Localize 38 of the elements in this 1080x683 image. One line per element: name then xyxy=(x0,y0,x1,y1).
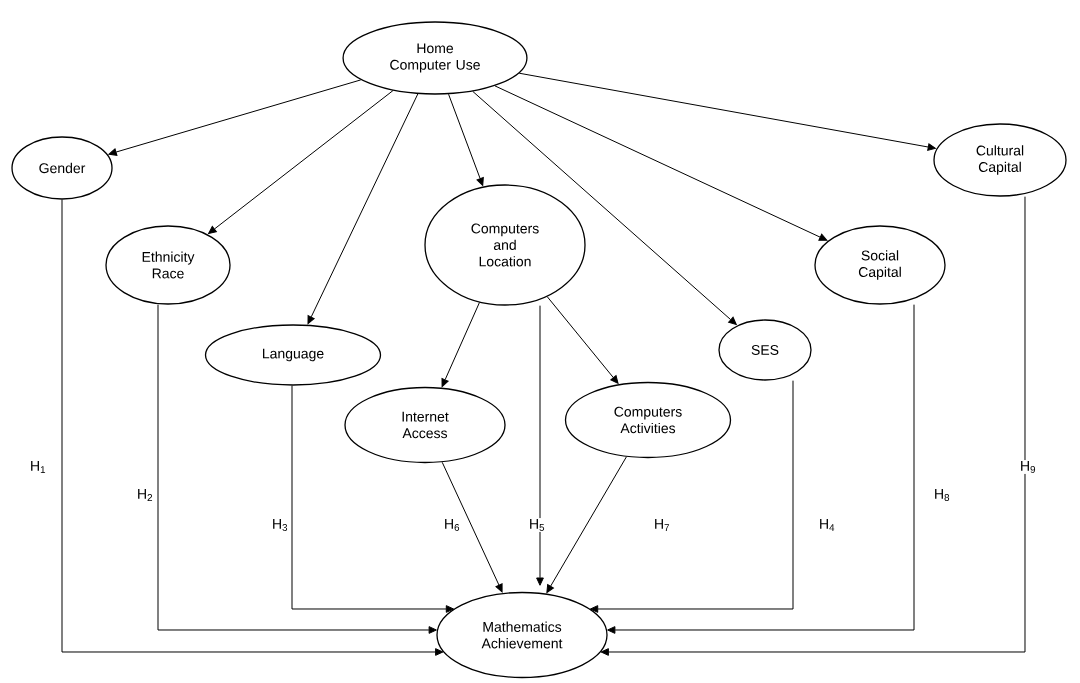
arrow xyxy=(291,385,455,613)
ellipse-node: Computers Activities xyxy=(564,381,732,459)
edge-label: H$_{6}$ xyxy=(443,518,462,532)
edge-label: H$_{9}$ xyxy=(1018,460,1038,474)
arrow xyxy=(546,296,619,384)
ellipse-node: Computers and Location xyxy=(424,184,586,306)
arrow xyxy=(518,72,936,151)
arrow xyxy=(108,79,362,156)
arrow xyxy=(208,90,394,235)
arrow xyxy=(441,461,503,593)
ellipse-node: Language xyxy=(204,324,382,386)
arrow xyxy=(589,380,794,613)
ellipse-node: Cultural Capital xyxy=(933,123,1067,197)
arrow xyxy=(448,93,484,186)
ellipse-node: Mathematics Achievement xyxy=(436,591,608,679)
arrow xyxy=(536,305,544,586)
edge-label: H$_{5}$ xyxy=(527,518,547,532)
arrow xyxy=(472,90,737,326)
ellipse-node: Gender xyxy=(11,136,113,200)
edge-label: H$_{4}$ xyxy=(817,518,837,532)
ellipse-node: SES xyxy=(718,319,812,381)
edge-label: H$_{1}$ xyxy=(29,460,48,474)
arrow xyxy=(546,456,627,594)
edge-label: H$_{3}$ xyxy=(271,518,290,532)
arrow xyxy=(494,85,828,241)
arrow xyxy=(157,304,437,634)
arrow xyxy=(607,304,915,634)
ellipse-node: Internet Access xyxy=(344,386,506,464)
ellipse-node: Social Capital xyxy=(814,225,946,305)
ellipse-node: Ethnicity Race xyxy=(105,225,231,305)
edge-label: H$_{2}$ xyxy=(136,488,155,502)
arrow xyxy=(61,199,444,656)
edge-label: H$_{8}$ xyxy=(932,488,952,502)
arrow xyxy=(307,93,419,325)
edge-label: H$_{7}$ xyxy=(652,518,672,532)
arrow xyxy=(441,302,480,388)
arrow xyxy=(600,196,1026,656)
ellipse-node: Home Computer Use xyxy=(342,21,528,95)
